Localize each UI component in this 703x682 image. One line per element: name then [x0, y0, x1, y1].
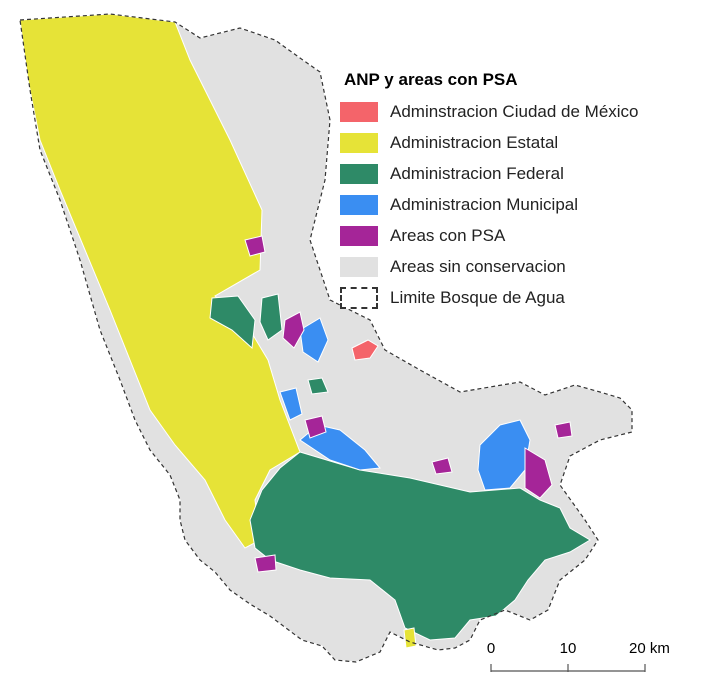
legend-item: Administracion Municipal	[340, 189, 639, 220]
region-administracion-estatal	[19, 13, 301, 549]
legend-label: Areas con PSA	[390, 225, 506, 245]
legend-label: Areas sin conservacion	[390, 256, 566, 276]
legend-item: Areas con PSA	[340, 220, 639, 251]
boundary-bosque-de-agua	[19, 13, 633, 663]
legend-label: Adminstracion Ciudad de México	[390, 101, 639, 121]
legend-item: Areas sin conservacion	[340, 251, 639, 282]
scale-bar-lines	[490, 664, 646, 672]
legend-label: Administracion Municipal	[390, 194, 579, 214]
legend-item: Administracion Estatal	[340, 127, 639, 158]
scale-bar: 0 10 20 km	[480, 640, 680, 680]
legend-swatch-boundary	[340, 286, 378, 309]
scale-tick-10: 10	[559, 640, 577, 657]
scale-tick-20km: 20 km	[629, 640, 670, 657]
legend-swatch	[340, 225, 378, 246]
legend-label: Administracion Estatal	[390, 132, 559, 152]
region-areas-con-psa-1	[524, 447, 553, 499]
region-administracion-ciudad-de-mexico	[351, 339, 379, 361]
region-administracion-municipal-3	[299, 317, 329, 363]
legend-item: Administracion Federal	[340, 158, 639, 189]
region-administracion-federal-small-1	[209, 295, 256, 350]
legend-swatch	[340, 101, 378, 122]
region-administracion-federal-small-2	[259, 293, 283, 341]
legend-label-boundary: Limite Bosque de Agua	[390, 287, 565, 307]
legend: ANP y areas con PSA Adminstracion Ciudad…	[340, 70, 639, 313]
legend-item-boundary: Limite Bosque de Agua	[340, 282, 639, 313]
region-administracion-federal-small-3	[307, 377, 329, 395]
legend-item: Adminstracion Ciudad de México	[340, 96, 639, 127]
region-areas-con-psa-7	[254, 554, 277, 573]
legend-title: ANP y areas con PSA	[344, 70, 518, 89]
region-areas-con-psa-2	[282, 311, 305, 349]
legend-swatch	[340, 132, 378, 153]
region-administracion-federal	[249, 451, 591, 641]
scale-tick-0: 0	[486, 640, 496, 657]
legend-swatch	[340, 256, 378, 277]
region-administracion-municipal-4	[279, 387, 303, 421]
legend-label: Administracion Federal	[390, 163, 564, 183]
legend-swatch	[340, 194, 378, 215]
region-areas-con-psa-4	[304, 415, 327, 439]
region-administracion-estatal-small	[403, 627, 417, 649]
region-areas-con-psa-5	[431, 457, 453, 475]
region-areas-con-psa-3	[244, 235, 266, 257]
region-areas-con-psa-6	[554, 421, 573, 439]
legend-swatch	[340, 163, 378, 184]
